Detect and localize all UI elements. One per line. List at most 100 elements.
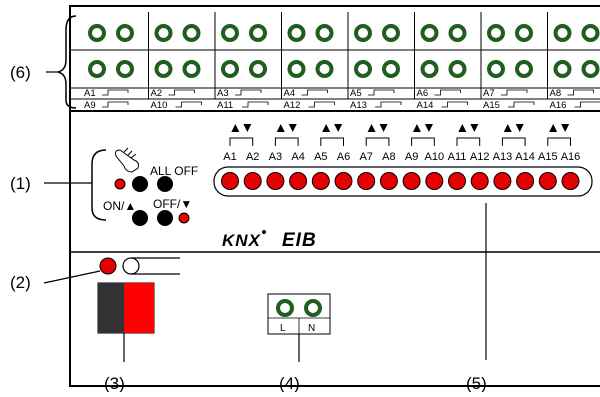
programming-led bbox=[100, 258, 116, 274]
eib-logo: EIB bbox=[282, 230, 317, 251]
channel-status-led bbox=[244, 173, 261, 190]
manual-mode-led bbox=[115, 179, 125, 189]
channel-status-led bbox=[358, 173, 375, 190]
channel-status-led bbox=[426, 173, 443, 190]
output-terminal-ring bbox=[185, 62, 199, 76]
knx-logo: KNX bbox=[222, 231, 262, 250]
channel-status-led bbox=[380, 173, 397, 190]
channel-status-led bbox=[312, 173, 329, 190]
output-terminal-ring bbox=[118, 62, 132, 76]
led-channel-label: A16 bbox=[561, 151, 581, 163]
power-terminal-l-ring bbox=[278, 301, 292, 315]
power-terminal-n-ring bbox=[306, 301, 320, 315]
led-channel-label: A2 bbox=[246, 151, 259, 163]
power-terminal-n-label: N bbox=[308, 323, 315, 334]
bus-connector-red-half bbox=[124, 283, 154, 333]
led-channel-label: A15 bbox=[538, 151, 558, 163]
bus-connector-dark-half bbox=[98, 283, 124, 333]
led-channel-label: A10 bbox=[425, 151, 445, 163]
output-terminal-ring bbox=[223, 62, 237, 76]
output-terminal-ring bbox=[356, 26, 370, 40]
led-channel-label: A8 bbox=[382, 151, 395, 163]
output-terminal-ring bbox=[451, 62, 465, 76]
channel-label: A9 bbox=[84, 100, 96, 111]
callout-1-label: (1) bbox=[10, 174, 31, 193]
channel-label: A8 bbox=[550, 88, 562, 99]
callout-6-label: (6) bbox=[10, 63, 31, 82]
on-button-label: ON/▲ bbox=[103, 199, 136, 213]
output-terminal-ring bbox=[517, 62, 531, 76]
led-channel-label: A12 bbox=[470, 151, 490, 163]
power-terminal-l-label: L bbox=[280, 323, 286, 334]
channel-status-led bbox=[222, 173, 239, 190]
led-channel-label: A1 bbox=[223, 151, 236, 163]
led-channel-label: A9 bbox=[405, 151, 418, 163]
led-channel-label: A7 bbox=[359, 151, 372, 163]
led-channel-label: A14 bbox=[515, 151, 535, 163]
output-terminal-ring bbox=[118, 26, 132, 40]
output-terminal-ring bbox=[185, 26, 199, 40]
led-channel-label: A13 bbox=[493, 151, 513, 163]
led-channel-label: A3 bbox=[269, 151, 282, 163]
all-off-button[interactable] bbox=[157, 176, 173, 192]
off-button-label: OFF/▼ bbox=[153, 197, 192, 211]
callout-2-label: (2) bbox=[10, 273, 31, 292]
output-terminal-ring bbox=[423, 62, 437, 76]
channel-label: A15 bbox=[483, 100, 500, 111]
output-terminal-ring bbox=[489, 62, 503, 76]
led-channel-label: A6 bbox=[337, 151, 350, 163]
output-terminal-ring bbox=[90, 62, 104, 76]
channel-status-led bbox=[403, 173, 420, 190]
channel-status-led bbox=[335, 173, 352, 190]
output-terminal-ring bbox=[223, 26, 237, 40]
channel-status-led bbox=[290, 173, 307, 190]
output-terminal-ring bbox=[584, 62, 598, 76]
programming-button[interactable] bbox=[123, 258, 139, 274]
channel-label: A11 bbox=[217, 100, 233, 111]
channel-label: A16 bbox=[550, 100, 567, 111]
on-up-button[interactable] bbox=[132, 210, 148, 226]
channel-status-led bbox=[267, 173, 284, 190]
output-terminal-ring bbox=[318, 62, 332, 76]
channel-status-led bbox=[517, 173, 534, 190]
channel-status-led bbox=[494, 173, 511, 190]
off-status-led bbox=[179, 213, 189, 223]
output-terminal-ring bbox=[384, 62, 398, 76]
output-terminal-ring bbox=[318, 26, 332, 40]
output-terminal-ring bbox=[157, 62, 171, 76]
output-terminal-ring bbox=[556, 62, 570, 76]
knx-logo-dot bbox=[262, 230, 266, 234]
led-channel-label: A4 bbox=[291, 151, 304, 163]
channel-label: A10 bbox=[151, 100, 168, 111]
channel-label: A5 bbox=[350, 88, 362, 99]
output-terminal-ring bbox=[251, 62, 265, 76]
output-terminal-ring bbox=[584, 26, 598, 40]
channel-label: A2 bbox=[151, 88, 163, 99]
output-terminal-ring bbox=[356, 62, 370, 76]
output-terminal-ring bbox=[489, 26, 503, 40]
output-terminal-ring bbox=[290, 26, 304, 40]
output-terminal-ring bbox=[556, 26, 570, 40]
callout-3-label: (3) bbox=[104, 374, 125, 392]
off-down-button[interactable] bbox=[157, 210, 173, 226]
output-terminal-ring bbox=[384, 26, 398, 40]
output-terminal-ring bbox=[517, 26, 531, 40]
channel-status-led bbox=[449, 173, 466, 190]
callout-4-label: (4) bbox=[279, 374, 300, 392]
output-terminal-ring bbox=[290, 62, 304, 76]
channel-status-led bbox=[539, 173, 556, 190]
output-terminal-ring bbox=[251, 26, 265, 40]
channel-label: A4 bbox=[284, 88, 296, 99]
channel-status-led bbox=[471, 173, 488, 190]
output-terminal-ring bbox=[157, 26, 171, 40]
led-channel-label: A11 bbox=[448, 151, 467, 163]
manual-mode-button[interactable] bbox=[132, 176, 148, 192]
channel-label: A7 bbox=[483, 88, 495, 99]
channel-label: A3 bbox=[217, 88, 229, 99]
channel-label: A13 bbox=[350, 100, 367, 111]
output-terminal-ring bbox=[423, 26, 437, 40]
output-terminal-ring bbox=[90, 26, 104, 40]
all-off-label: ALL OFF bbox=[150, 164, 198, 178]
